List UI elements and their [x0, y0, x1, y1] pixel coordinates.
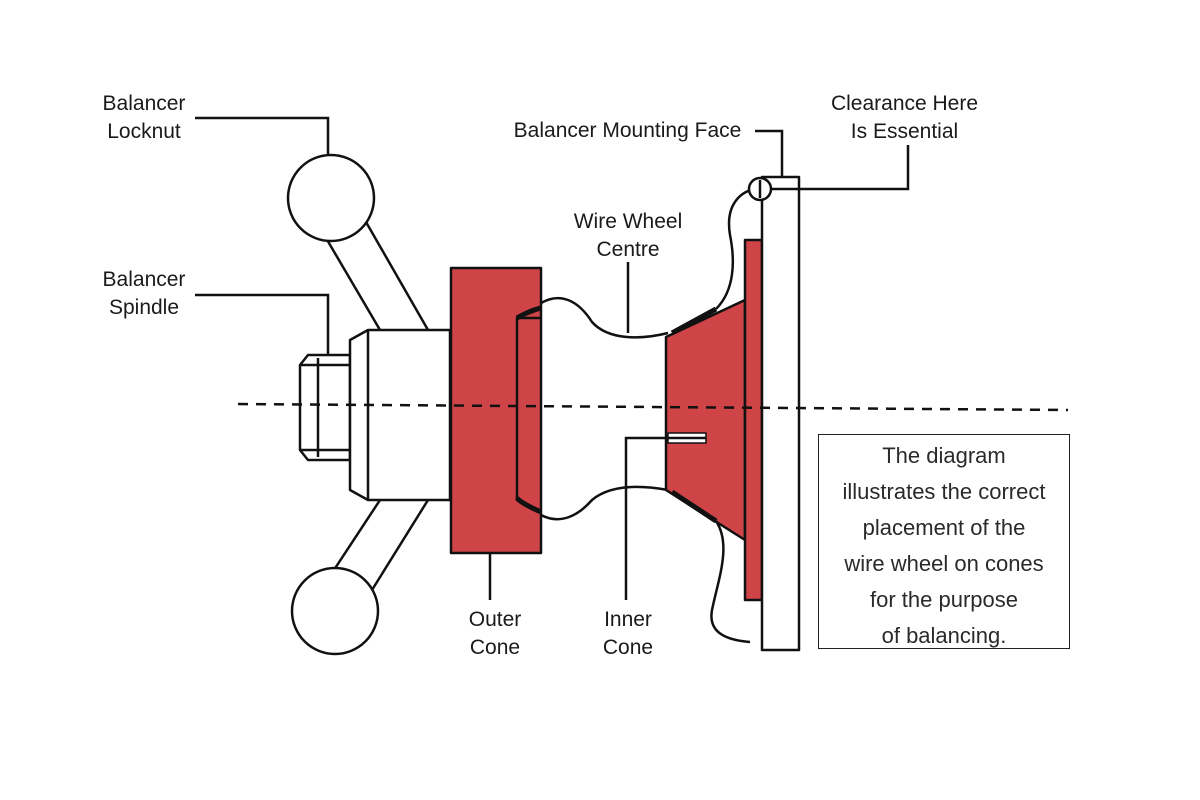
label-inner-cone: Inner Cone: [602, 608, 654, 659]
inner-cone: [664, 298, 747, 542]
leader-clearance: [771, 145, 910, 191]
label-balancer-locknut: Balancer Locknut: [102, 92, 186, 143]
leader-balancer-spindle: [195, 293, 330, 355]
leader-inner-cone: [624, 436, 706, 600]
balancer-mounting-plate: [743, 238, 764, 602]
leader-balancer-locknut: [195, 116, 330, 155]
label-balancer-mounting-face: Balancer Mounting Face: [513, 119, 742, 142]
wire-wheel-flange-upper: [715, 186, 761, 310]
label-clearance: Clearance Here Is Essential: [830, 92, 979, 143]
leader-mounting-face: [755, 129, 784, 177]
balancer-spindle-nut: [298, 353, 352, 462]
wire-wheel-flange-lower: [710, 520, 751, 644]
balancer-arm-upper: [324, 221, 430, 331]
label-outer-cone: Outer Cone: [468, 608, 522, 659]
balancer-mounting-face: [760, 175, 801, 652]
caption-text: The diagram illustrates the correct plac…: [842, 443, 1046, 648]
balancer-locknut-knob-upper: [286, 153, 376, 243]
caption-box: The diagram illustrates the correct plac…: [818, 434, 1070, 649]
balancer-knob-lower: [290, 566, 380, 656]
label-wire-wheel-centre: Wire Wheel Centre: [573, 210, 683, 261]
wire-wheel-centre-lower: [540, 485, 669, 521]
axis-centerline: [237, 402, 1069, 412]
balancer-spindle-body: [348, 328, 452, 502]
label-balancer-spindle: Balancer Spindle: [102, 268, 186, 319]
